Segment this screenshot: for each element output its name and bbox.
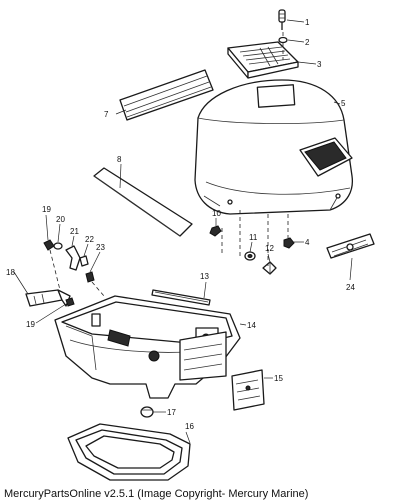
callout-18: 18: [6, 268, 15, 277]
part-21-bracket: [65, 245, 81, 271]
callout-13: 13: [200, 272, 209, 281]
callout-2: 2: [305, 38, 310, 47]
callout-19-lower: 19: [26, 320, 35, 329]
part-13-rod: [151, 289, 211, 306]
part-19-nut-lower: [65, 297, 75, 307]
part-4-nut: [283, 237, 295, 249]
part-23-screw: [85, 271, 95, 283]
part-22-clip: [79, 255, 89, 267]
part-15-label: [231, 369, 265, 411]
callout-3: 3: [317, 60, 322, 69]
part-2-washer: [278, 36, 288, 44]
part-5-top-cowl: [194, 79, 354, 215]
part-1-screw: [278, 9, 286, 30]
callout-22: 22: [85, 235, 94, 244]
callout-21: 21: [70, 227, 79, 236]
part-12-screw: [262, 261, 277, 275]
callout-20: 20: [56, 215, 65, 224]
part-20-washer: [53, 242, 63, 250]
callout-1: 1: [305, 18, 310, 27]
callout-24: 24: [346, 283, 355, 292]
part-24-plate: [326, 233, 375, 259]
assembly-line: [221, 210, 289, 266]
callout-8: 8: [117, 155, 122, 164]
callout-7: 7: [104, 110, 109, 119]
callout-17: 17: [167, 408, 176, 417]
callout-5: 5: [341, 99, 346, 108]
callout-12: 12: [265, 244, 274, 253]
copyright-caption: MercuryPartsOnline v2.5.1 (Image Copyrig…: [4, 488, 309, 500]
part-19-nut: [43, 239, 55, 251]
part-16-gasket: [67, 423, 191, 481]
part-10-nut: [209, 225, 222, 237]
callout-15: 15: [274, 374, 283, 383]
part-7-decal: [119, 69, 214, 121]
callout-23: 23: [96, 243, 105, 252]
callout-19-upper: 19: [42, 205, 51, 214]
part-3-top-cap: [227, 41, 299, 79]
part-11-grommet: [244, 251, 256, 261]
callout-14: 14: [247, 321, 256, 330]
part-17-plug: [140, 406, 154, 418]
callout-4: 4: [305, 238, 310, 247]
part-8-decal: [93, 167, 193, 237]
callout-10: 10: [212, 209, 221, 218]
part-18-handle: [25, 289, 71, 307]
leader-lines: [13, 19, 353, 444]
callout-16: 16: [185, 422, 194, 431]
callout-11: 11: [249, 233, 258, 242]
part-14-bottom-cowl: [54, 295, 241, 399]
assembly-line: [49, 249, 105, 297]
